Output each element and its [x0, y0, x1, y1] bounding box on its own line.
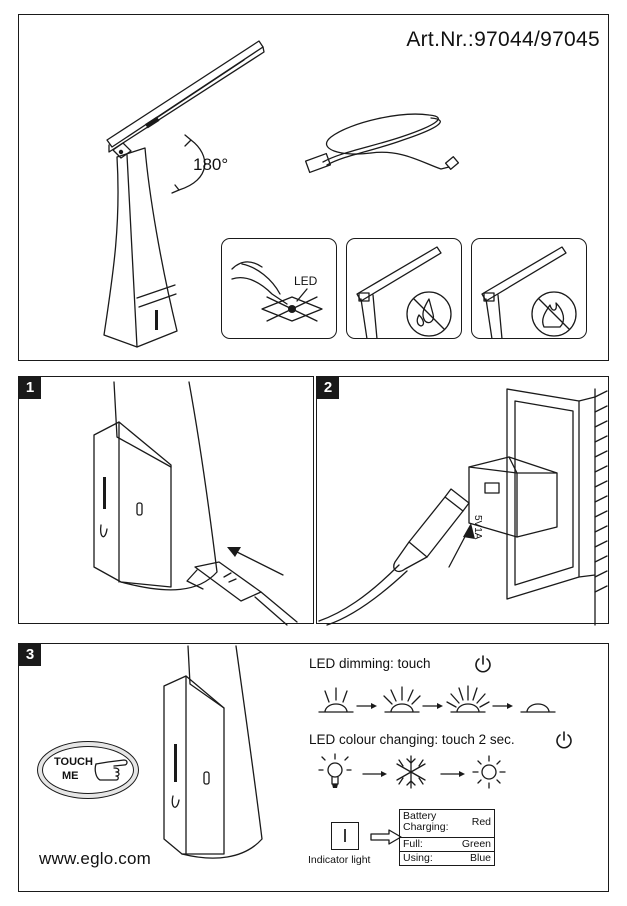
usb-cable-illustration: [304, 113, 460, 174]
power-icon[interactable]: [555, 731, 573, 749]
colour-sequence: [318, 753, 506, 789]
lamp-illustration: [103, 40, 265, 348]
arrow-right-icon: [370, 829, 402, 845]
dimming-instruction: LED dimming: touch: [309, 656, 431, 671]
indicator-symbol: I: [342, 826, 348, 846]
inset-no-fire: [471, 238, 587, 339]
sun-icon: [472, 755, 506, 789]
pointing-hand-icon: [94, 759, 128, 781]
step-3-badge: 3: [19, 644, 41, 666]
table-row: Full: Green: [399, 837, 495, 852]
overview-panel: Art.Nr.:97044/97045 180°: [18, 14, 609, 361]
bulb-icon: [318, 753, 352, 788]
step-1-badge: 1: [19, 377, 41, 399]
status-using: Using: Blue: [399, 851, 495, 866]
colour-instruction: LED colour changing: touch 2 sec.: [309, 732, 515, 747]
snowflake-icon: [396, 755, 426, 789]
step-2-badge: 2: [317, 377, 339, 399]
lamp-base-illustration: [93, 381, 298, 626]
charger-illustration: [318, 388, 608, 626]
status-full: Full: Green: [399, 837, 495, 852]
inset-no-water: [346, 238, 462, 339]
rotation-angle: 180°: [193, 155, 229, 174]
indicator-light-symbol: I: [331, 822, 359, 850]
website-link[interactable]: www.eglo.com: [39, 849, 151, 868]
step-3-panel: 3 TOUCH ME LED dimming: touch: [18, 643, 609, 892]
indicator-status-table: Battery Charging: Red Full: Green Using:…: [399, 809, 495, 866]
step-2-panel: 2 5V1A: [316, 376, 609, 626]
inset-led-touch: LED: [221, 238, 337, 339]
charger-rating: 5V1A: [472, 515, 483, 540]
touch-me-label-1: TOUCH: [54, 756, 93, 768]
article-number: Art.Nr.:97044/97045: [406, 28, 600, 51]
indicator-light-label: Indicator light: [308, 854, 371, 866]
table-row: Battery Charging: Red: [399, 809, 495, 834]
sun-ray-icon: [383, 686, 421, 713]
sun-ray-icon: [520, 703, 556, 713]
sun-ray-icon: [318, 687, 354, 713]
power-icon[interactable]: [474, 655, 492, 673]
step-1-panel: 1: [18, 376, 314, 626]
led-label: LED: [294, 274, 318, 288]
touch-me-button[interactable]: TOUCH ME: [37, 741, 139, 799]
status-charging: Battery Charging: Red: [399, 809, 495, 834]
dimming-sequence: [318, 685, 556, 713]
table-row: Using: Blue: [399, 851, 495, 866]
touch-me-label-2: ME: [62, 770, 79, 782]
sun-ray-icon: [446, 685, 490, 713]
lamp-base-illustration-3: [163, 645, 263, 859]
